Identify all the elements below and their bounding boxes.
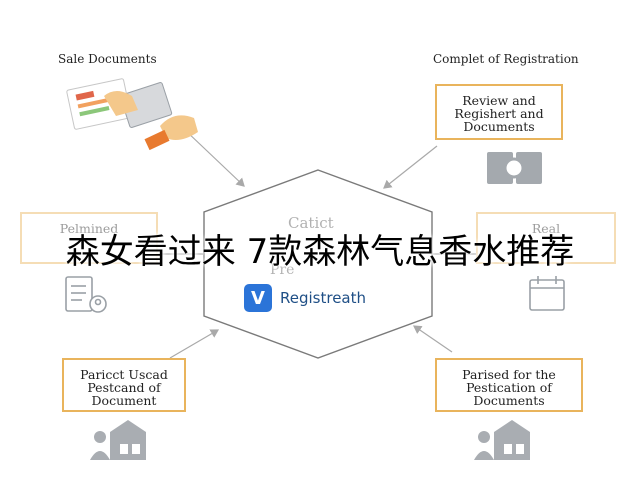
- box-review-line-3: Documents: [463, 119, 535, 134]
- box-bottom-right-line-1: Parised for the: [462, 367, 556, 382]
- label-complete-registration: Complet of Registration: [433, 52, 579, 66]
- book-icon: [487, 152, 542, 184]
- calendar-icon: [529, 276, 565, 311]
- box-bottom-left: Paricct Uscad Pestcand of Document: [62, 358, 186, 412]
- box-review-line-2: Regishert and: [454, 106, 544, 121]
- box-mid-right-line-1: Real: [531, 221, 561, 236]
- box-mid-left: Pelmined: [20, 212, 158, 264]
- brand-mark-icon: V: [244, 284, 272, 312]
- box-bottom-left-line-3: Document: [91, 393, 157, 408]
- document-person-icon: [65, 276, 107, 313]
- connector-bottom-right: [413, 325, 453, 353]
- box-review-line-1: Review and: [462, 93, 536, 108]
- box-mid-left-line-1: Pelmined: [59, 221, 119, 236]
- connector-bottom-left: [169, 329, 220, 359]
- box-bottom-left-line-2: Pestcand of: [87, 380, 161, 395]
- center-faded-subtitle: Pre: [270, 262, 295, 278]
- box-review-documents: Review and Regishert and Documents: [435, 84, 563, 140]
- connector-top-right: [383, 145, 438, 189]
- brand-logo: V Registreath: [244, 284, 366, 312]
- label-sale-documents: Sale Documents: [58, 52, 157, 66]
- connector-top-left: [184, 129, 245, 187]
- brand-name: Registreath: [280, 289, 367, 307]
- box-bottom-right-line-2: Pestication of: [466, 380, 552, 395]
- box-bottom-left-line-1: Paricct Uscad: [80, 367, 168, 382]
- people-house-icon-left: [90, 420, 146, 460]
- box-mid-right: Real: [476, 212, 616, 264]
- overlay-caption: 森女看过来 7款森林气息香水推荐: [65, 231, 575, 272]
- box-bottom-right: Parised for the Pestication of Documents: [435, 358, 583, 412]
- center-faded-title: Catict: [288, 214, 334, 232]
- box-bottom-right-line-3: Documents: [473, 393, 545, 408]
- people-house-icon-right: [474, 420, 530, 460]
- hand-document-icon: [66, 78, 198, 151]
